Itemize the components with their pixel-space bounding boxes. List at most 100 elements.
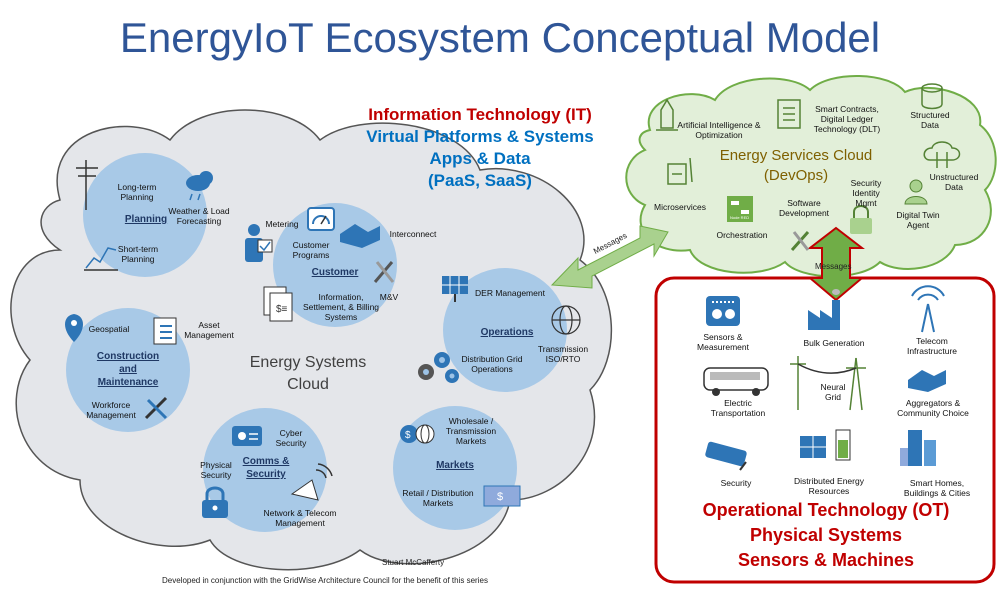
digital-twin-icon: [904, 179, 928, 205]
smart-contract-icon: [777, 99, 801, 129]
metering-label: Metering: [265, 219, 299, 229]
smart-homes-label: Smart Homes, Buildings & Cities: [903, 478, 971, 498]
security-camera-icon: [705, 441, 747, 471]
customer-title: Customer: [311, 267, 359, 278]
geospatial-label: Geospatial: [88, 324, 130, 334]
it-header-line4: (PaaS, SaaS): [428, 171, 532, 190]
construction-title-line3: Maintenance: [97, 377, 159, 388]
sensors-measurement-label: Sensors & Measurement: [697, 332, 749, 352]
author-credit: Stuart McCafferty: [382, 558, 445, 567]
structured-data-label: Structured Data: [910, 110, 950, 130]
rocket-icon: [656, 98, 678, 131]
electric-bus-icon: [703, 367, 769, 396]
telecom-tower-icon: [911, 285, 945, 333]
ot-header-line1: Operational Technology (OT): [702, 500, 950, 520]
billing-document-icon: $≡: [263, 286, 293, 322]
der-solar-battery-icon: [800, 429, 851, 461]
comms-title-line1: Comms &: [242, 456, 290, 467]
orchestration-label: Orchestration: [716, 230, 768, 240]
it-header-line1: Information Technology (IT): [368, 105, 592, 124]
svg-text:$≡: $≡: [276, 304, 288, 315]
der-label: Distributed Energy Resources: [794, 476, 864, 496]
node-red-badge: Node RED: [730, 215, 749, 220]
operations-circle: [443, 268, 567, 392]
bulk-generation-label: Bulk Generation: [803, 338, 865, 348]
solar-panel-icon: [442, 276, 468, 302]
database-icon: [921, 83, 943, 110]
messages-arrow-horizontal: [550, 225, 669, 289]
mv-label: M&V: [379, 292, 399, 302]
cloud-sync-icon: [923, 141, 961, 168]
ai-optimization-label: Artificial Intelligence & Optimization: [677, 120, 761, 140]
messages-label-vertical: Messages: [815, 262, 852, 271]
node-red-icon: Node RED: [727, 196, 753, 222]
sensor-icon: [706, 296, 740, 326]
electric-transportation-label: Electric Transportation: [710, 398, 766, 418]
construction-title-line1: Construction: [96, 351, 160, 362]
microservices-label: Microservices: [654, 202, 706, 212]
operations-title: Operations: [480, 327, 534, 338]
der-management-label: DER Management: [475, 288, 545, 298]
short-term-planning-label: Short-term Planning: [117, 244, 159, 264]
ot-header-line3: Sensors & Machines: [737, 550, 915, 570]
globe-icon: [551, 305, 581, 335]
security-identity-label: Security Identity Mgmt: [850, 178, 882, 208]
gears-icon: [418, 352, 459, 383]
digital-twin-agent-label: Digital Twin Agent: [896, 210, 940, 230]
energy-services-cloud-title: Energy Services Cloud (DevOps): [716, 146, 876, 186]
neural-grid-label: Neural Grid: [820, 382, 846, 402]
smart-contracts-label: Smart Contracts, Digital Ledger Technolo…: [813, 104, 881, 134]
power-grid-icon: [790, 356, 866, 411]
construction-title: Construction and Maintenance: [88, 350, 168, 389]
comms-title-line2: Security: [246, 469, 286, 480]
unstructured-data-label: Unstructured Data: [929, 172, 979, 192]
network-telecom-label: Network & Telecom Management: [263, 508, 337, 528]
ot-header: Operational Technology (OT) Physical Sys…: [680, 498, 972, 573]
customer-person-icon: [245, 224, 273, 262]
satellite-dish-icon: [290, 463, 333, 501]
wholesale-markets-label: Wholesale / Transmission Markets: [445, 416, 497, 446]
handshake-icon: [340, 224, 380, 248]
physical-security-label: Physical Security: [200, 460, 232, 480]
services-title-line1: Energy Services Cloud: [719, 147, 873, 164]
planning-title: Planning: [124, 214, 168, 225]
workforce-management-label: Workforce Management: [86, 400, 136, 420]
markets-title: Markets: [436, 460, 474, 471]
asset-management-label: Asset Management: [184, 320, 234, 340]
energy-services-cloud-shape: [625, 74, 997, 278]
factory-icon: [808, 289, 840, 330]
aggregators-label: Aggregators & Community Choice: [897, 398, 969, 418]
planning-circle: [83, 153, 207, 277]
asset-checklist-icon: [153, 317, 177, 345]
cloud-label-line1: Energy Systems: [249, 354, 367, 371]
it-header-line3: Apps & Data: [429, 149, 531, 168]
customer-programs-label: Customer Programs: [292, 240, 330, 260]
coin-globe-icon: $: [400, 424, 435, 444]
ot-header-line2: Physical Systems: [749, 525, 903, 545]
ruler-pencil-icon: [373, 261, 395, 283]
it-header: Information Technology (IT) Virtual Plat…: [330, 104, 630, 192]
meter-gauge-icon: [307, 207, 335, 231]
long-term-planning-label: Long-term Planning: [117, 182, 157, 202]
cloud-label-line2: Cloud: [287, 376, 329, 393]
weather-cloud-icon: [186, 171, 213, 201]
padlock-icon: [202, 486, 228, 518]
geospatial-pin-icon: [65, 314, 83, 342]
distribution-grid-operations-label: Distribution Grid Operations: [461, 354, 523, 374]
software-development-label: Software Development: [778, 198, 830, 218]
aggregators-handshake-icon: [908, 370, 946, 392]
services-title-line2: (DevOps): [763, 167, 829, 184]
id-badge-icon: [232, 426, 262, 446]
software-tools-icon: [790, 231, 810, 251]
interconnect-label: Interconnect: [389, 229, 437, 239]
utility-pole-icon: [76, 160, 98, 210]
dollar-bill-icon: $: [483, 485, 521, 507]
page-title: EnergyIoT Ecosystem Conceptual Model: [119, 14, 881, 61]
telecom-infrastructure-label: Telecom Infrastructure: [906, 336, 958, 356]
comms-security-title: Comms & Security: [236, 455, 296, 481]
microservices-icon: [667, 157, 693, 185]
tools-icon: [144, 396, 168, 420]
it-header-line2: Virtual Platforms & Systems: [366, 127, 594, 146]
line-chart-icon: [84, 247, 118, 271]
